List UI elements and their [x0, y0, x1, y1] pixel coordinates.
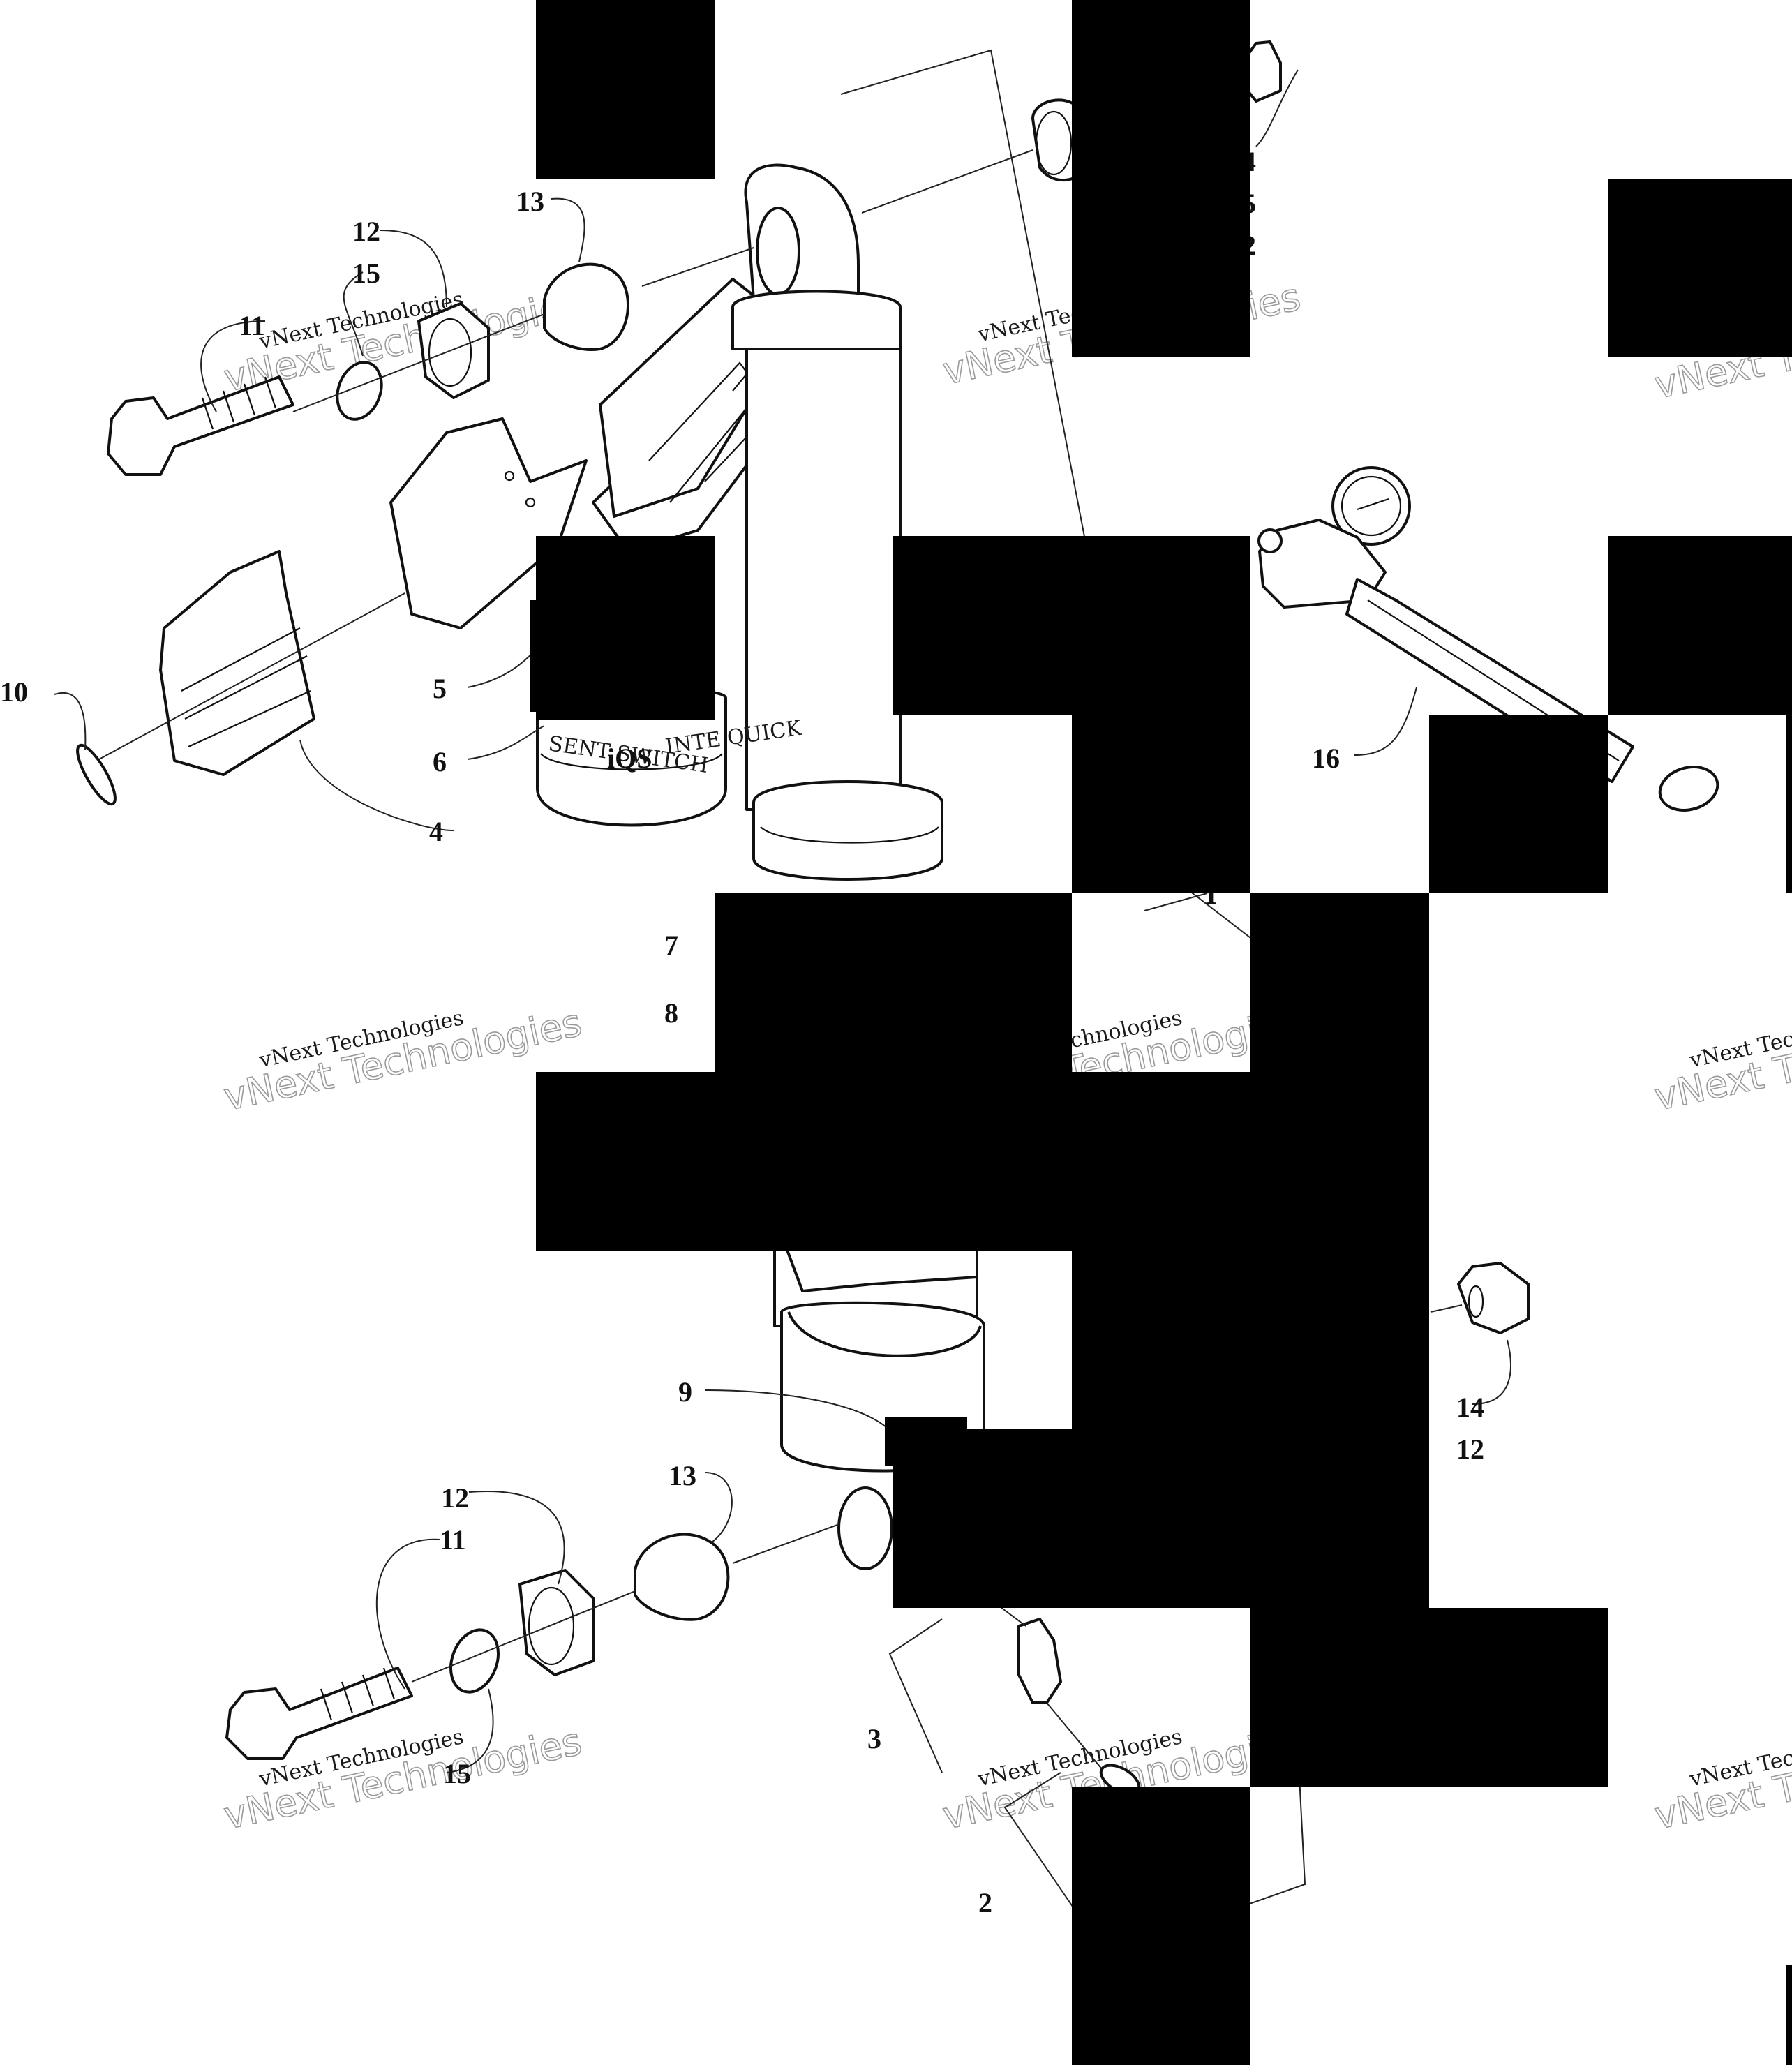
- redaction-block: [1608, 179, 1792, 357]
- iqs-decal-logo: iQS: [607, 743, 652, 774]
- callout-11-bottom: 11: [440, 1524, 466, 1556]
- redaction-block: [893, 536, 1250, 715]
- redaction-block: [885, 1417, 967, 1466]
- pump-gauge: [1331, 466, 1411, 546]
- callout-15-top: 15: [352, 258, 380, 289]
- part-13-spacer-bottom: [634, 1533, 730, 1621]
- leader-lines: [54, 69, 1511, 1773]
- redaction-blocks: [530, 0, 1792, 2065]
- callout-6: 6: [433, 746, 447, 777]
- part-11-bolt-bottom: [225, 1667, 413, 1760]
- part-14-nut-bottom: [1457, 1262, 1530, 1334]
- redaction-block: [1608, 536, 1792, 715]
- pump-handle: [1658, 766, 1719, 812]
- callout-8: 8: [664, 997, 678, 1029]
- redaction-block: [536, 0, 715, 179]
- callout-16: 16: [1312, 743, 1340, 774]
- redaction-block: [1429, 715, 1608, 893]
- part-3-valve: [1017, 1618, 1062, 1704]
- upper-cap: [731, 290, 902, 350]
- iqs-switch: SENT SWITCH iQS INTE QUICK: [389, 417, 803, 827]
- part-15-washer-top: [336, 361, 383, 421]
- callout-5: 5: [433, 673, 447, 704]
- valve-assembly: [888, 1604, 1141, 1941]
- redaction-block: [1072, 0, 1250, 357]
- callout-13-top: 13: [516, 186, 544, 217]
- body-collar: [752, 780, 943, 881]
- redaction-block: [1250, 1608, 1608, 1787]
- callout-4: 4: [429, 816, 443, 847]
- knob-housing: [389, 417, 588, 629]
- callout-12-right: 12: [1456, 1433, 1484, 1465]
- callout-12-bottom: 12: [441, 1482, 469, 1514]
- redaction-block: [1072, 1787, 1250, 2065]
- watermark-4: vNext Technologies vNext Technologies: [220, 1000, 586, 1120]
- callout-10: 10: [0, 676, 28, 708]
- watermark-9: vNext Technologies vNext Technologies: [1650, 1719, 1792, 1839]
- callout-7: 7: [664, 930, 678, 961]
- callout-15-bottom: 15: [443, 1758, 471, 1789]
- shock-body: [592, 163, 985, 1570]
- redaction-block: [1072, 1251, 1429, 1429]
- watermark-6: vNext Technologies vNext Technologies: [1650, 1000, 1792, 1120]
- pump-head: [1258, 519, 1387, 609]
- callout-2: 2: [978, 1887, 992, 1918]
- part-4-adjuster-knob: [83, 550, 405, 776]
- part-11-bolt-top: [107, 375, 294, 476]
- lower-eyelet: [837, 1486, 893, 1570]
- callout-13-bottom: 13: [669, 1460, 696, 1491]
- redaction-block: [1072, 715, 1250, 893]
- redaction-block: [530, 600, 715, 712]
- part-13-spacer-top: [543, 262, 629, 351]
- callout-12-top: 12: [352, 216, 380, 247]
- redaction-block: [536, 1072, 1429, 1251]
- redaction-block: [1786, 715, 1792, 893]
- callout-14-right: 14: [1456, 1392, 1484, 1423]
- redaction-block: [1786, 1965, 1792, 2065]
- part-10-disc: [76, 743, 117, 806]
- callout-3: 3: [867, 1723, 881, 1754]
- bottom-hardware: [225, 1262, 1530, 1760]
- redaction-block: [893, 1429, 1429, 1608]
- callout-9: 9: [678, 1376, 692, 1408]
- callout-11-top: 11: [239, 310, 265, 341]
- redaction-block: [715, 893, 1072, 1072]
- part-15-washer-bottom: [449, 1628, 500, 1694]
